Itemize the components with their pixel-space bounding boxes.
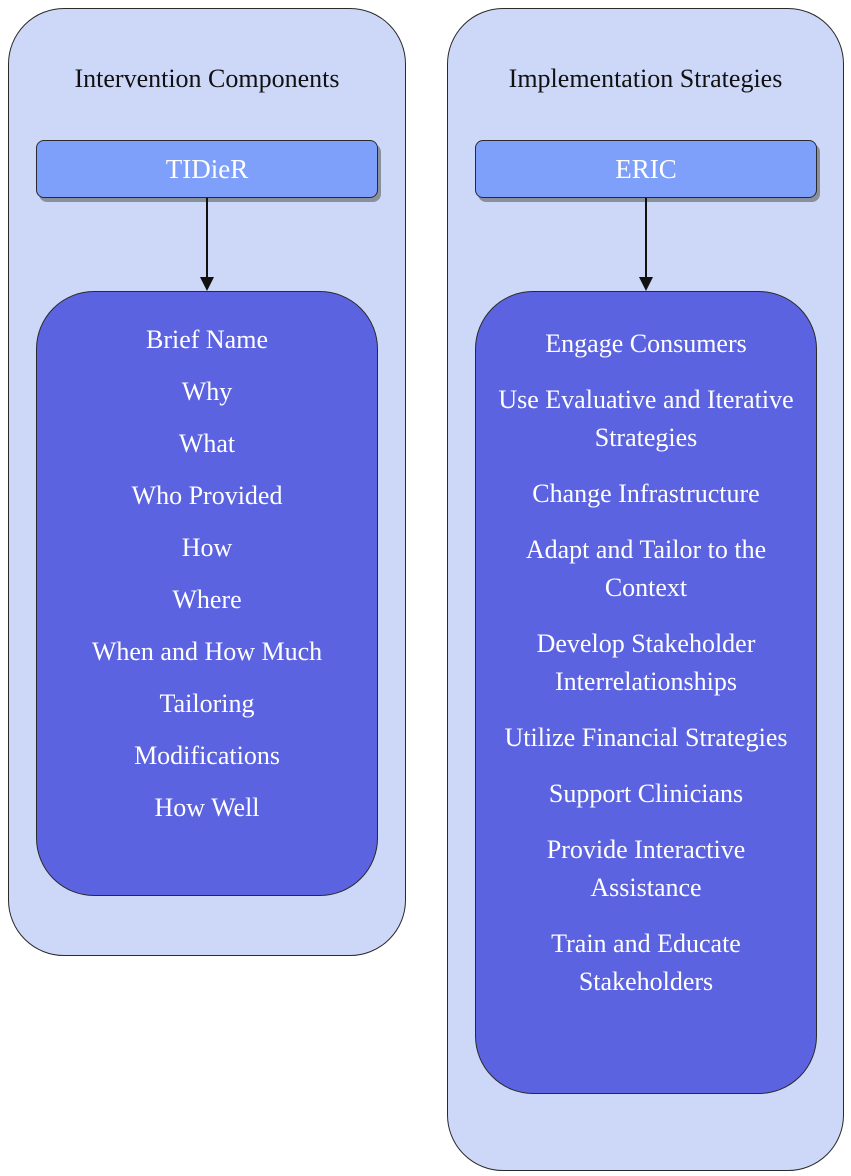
list-item: Where bbox=[172, 585, 242, 614]
tidier-header-box: TIDieR bbox=[36, 140, 378, 198]
list-item: Why bbox=[181, 377, 233, 406]
list-item: Tailoring bbox=[159, 689, 255, 718]
list-item: Adapt and Tailor to the Context bbox=[525, 535, 767, 602]
eric-header-box: ERIC bbox=[475, 140, 817, 198]
tidier-item-list: Brief Name Why What Who Provided How Whe… bbox=[37, 292, 377, 845]
list-item: Develop Stakeholder Interrelationships bbox=[536, 629, 756, 696]
tidier-items-box: Brief Name Why What Who Provided How Whe… bbox=[36, 291, 378, 896]
list-item: Utilize Financial Strategies bbox=[504, 723, 788, 752]
list-item: Change Infrastructure bbox=[532, 479, 760, 508]
list-item: Provide Interactive Assistance bbox=[546, 835, 746, 902]
list-item: Train and Educate Stakeholders bbox=[551, 929, 741, 996]
list-item: Brief Name bbox=[145, 325, 268, 354]
list-item: What bbox=[178, 429, 236, 458]
list-item: Support Clinicians bbox=[548, 779, 744, 808]
eric-item-list: Engage Consumers Use Evaluative and Iter… bbox=[476, 292, 816, 1001]
list-item: How Well bbox=[154, 793, 260, 822]
list-item: When and How Much bbox=[91, 637, 323, 666]
list-item: How bbox=[181, 533, 233, 562]
panel-title-implementation-strategies: Implementation Strategies bbox=[508, 64, 783, 93]
list-item: Modifications bbox=[134, 741, 280, 770]
list-item: Engage Consumers bbox=[545, 329, 747, 358]
eric-items-box: Engage Consumers Use Evaluative and Iter… bbox=[475, 291, 817, 1094]
panel-title-intervention-components: Intervention Components bbox=[74, 64, 340, 93]
list-item: Use Evaluative and Iterative Strategies bbox=[498, 385, 794, 452]
list-item: Who Provided bbox=[131, 481, 283, 510]
